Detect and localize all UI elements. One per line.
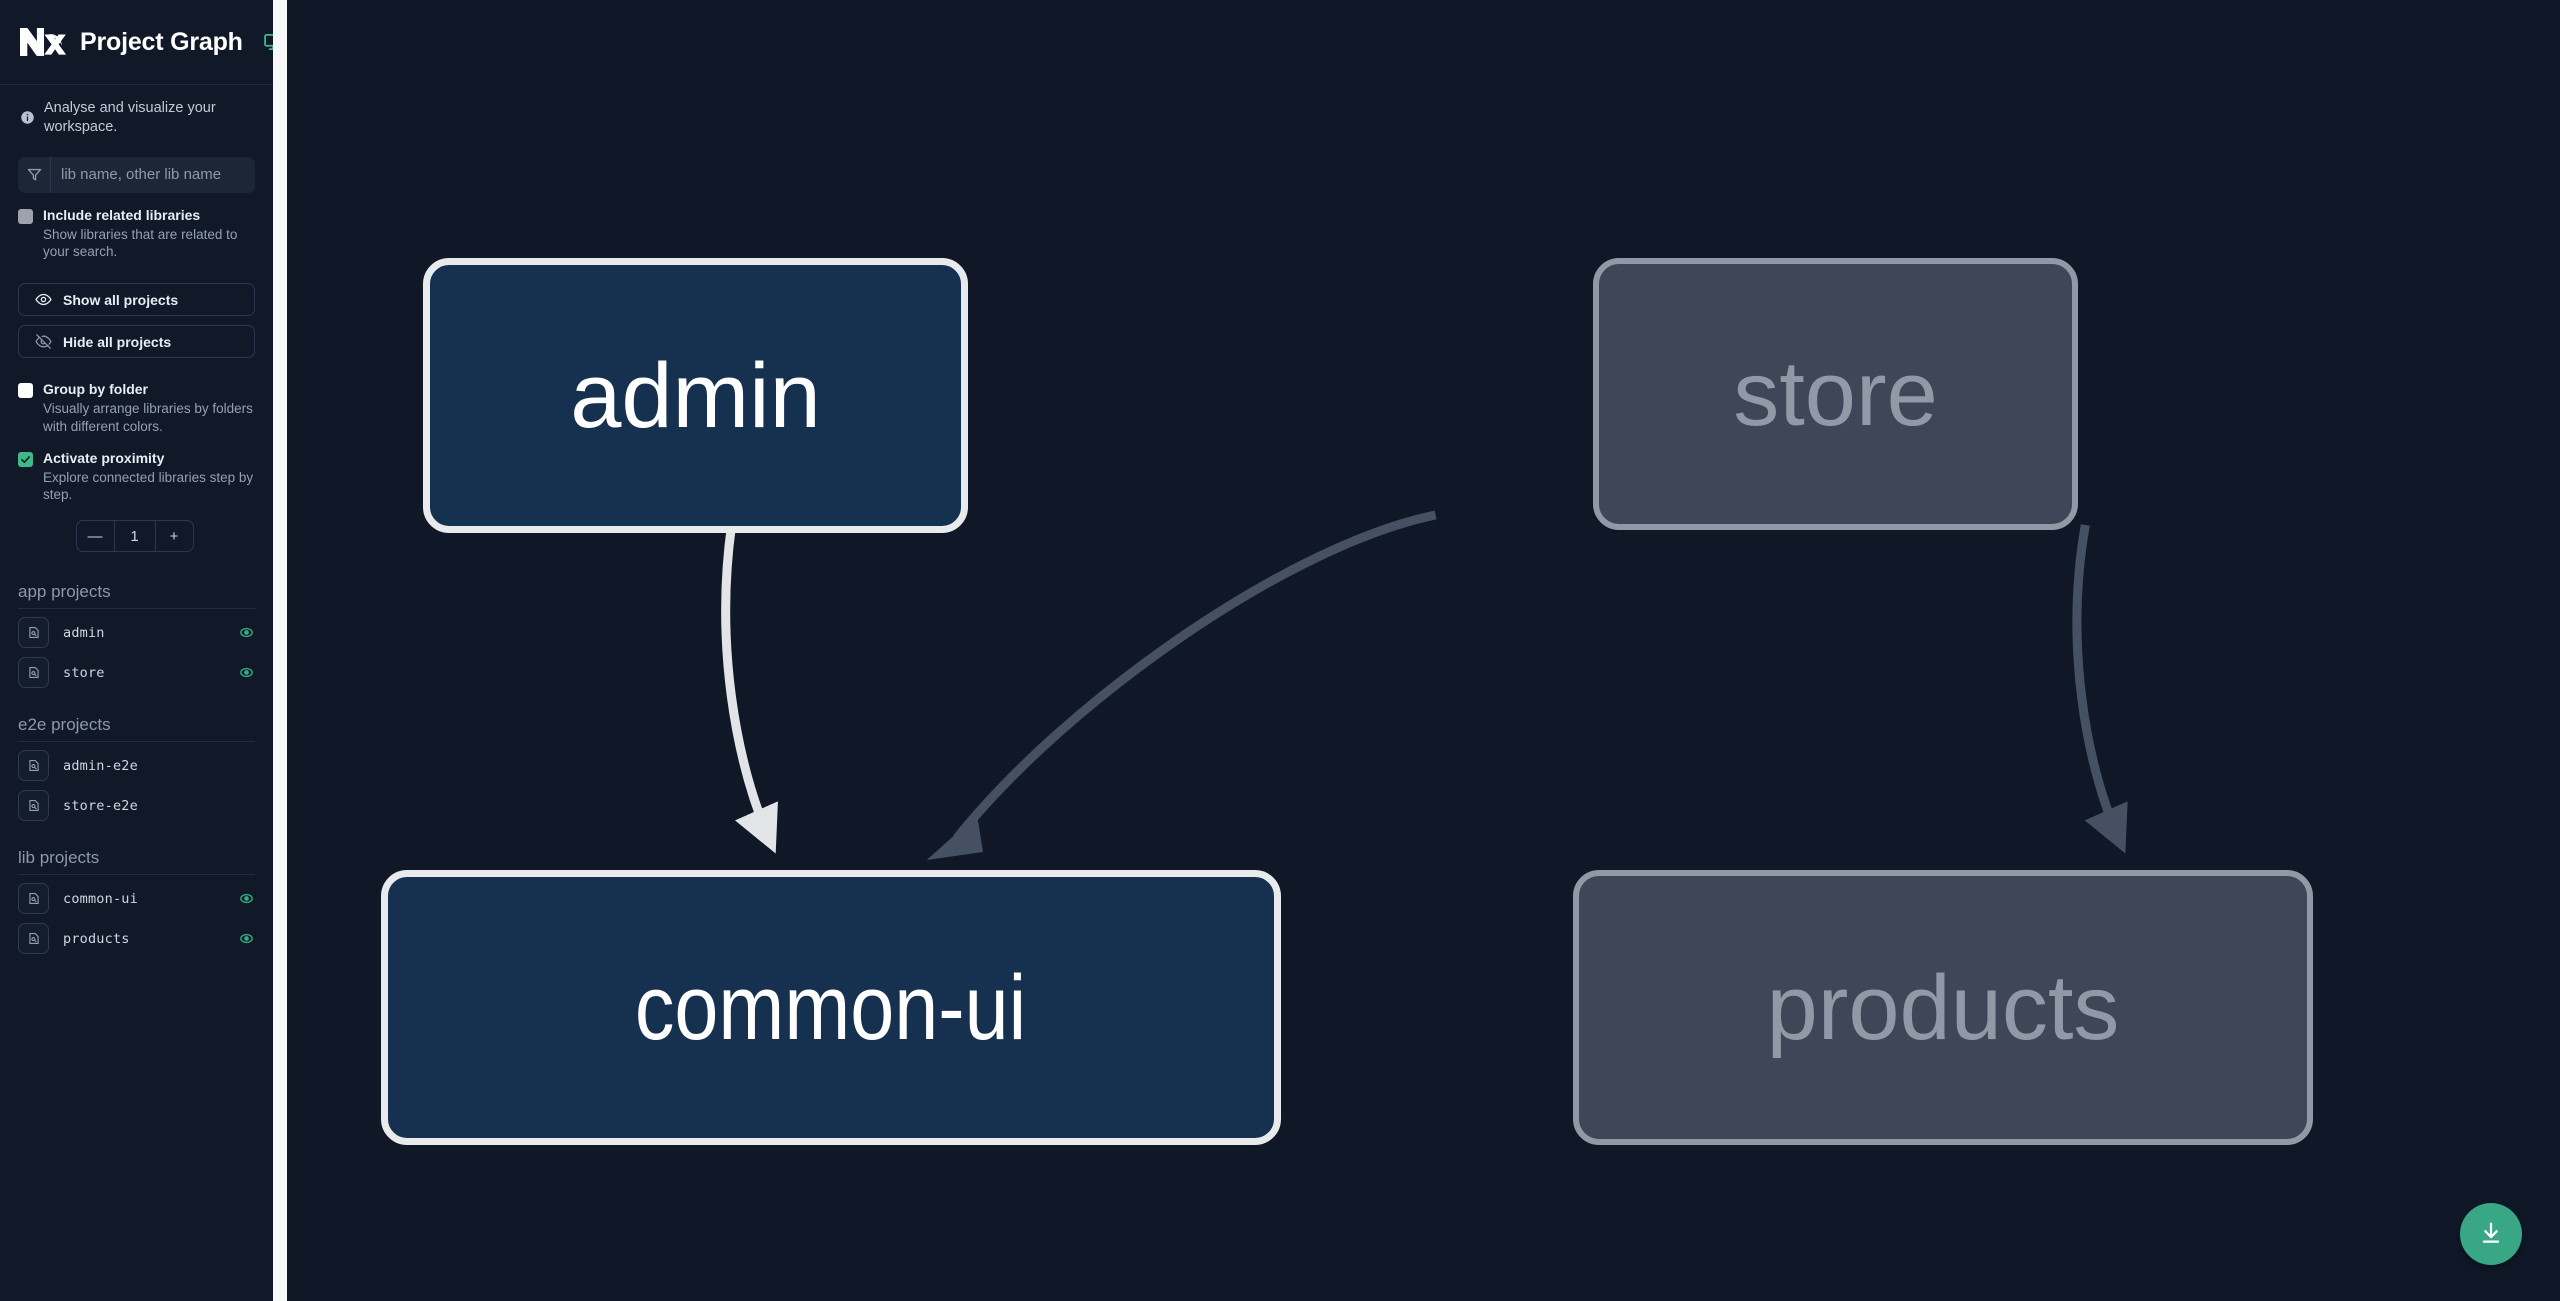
project-visibility-toggle-products[interactable] bbox=[237, 930, 255, 947]
project-group-title-app: app projects bbox=[18, 582, 255, 610]
graph-node-label-store: store bbox=[1733, 343, 1938, 445]
project-row-common-ui[interactable]: common-ui bbox=[18, 882, 255, 915]
graph-node-products[interactable]: products bbox=[1573, 870, 2313, 1145]
project-group-title-e2e: e2e projects bbox=[18, 715, 255, 743]
option-include-related-libraries[interactable]: Include related libraries Show libraries… bbox=[0, 193, 273, 262]
option-desc-include-related-libraries: Show libraries that are related to your … bbox=[43, 226, 238, 260]
workspace-subtitle: Analyse and visualize your workspace. bbox=[0, 85, 273, 147]
project-name-products: products bbox=[63, 930, 130, 947]
project-icon bbox=[18, 883, 49, 915]
hide-all-projects-button[interactable]: Hide all projects bbox=[18, 325, 255, 359]
project-visibility-toggle-common-ui[interactable] bbox=[237, 890, 255, 907]
project-name-admin-e2e: admin-e2e bbox=[63, 757, 138, 774]
nx-logo bbox=[18, 22, 66, 62]
download-icon bbox=[2478, 1220, 2504, 1249]
sidebar-header: Project Graph bbox=[0, 0, 282, 85]
proximity-value: 1 bbox=[130, 527, 139, 545]
sidebar-scrollbar[interactable] bbox=[273, 0, 287, 1301]
download-graph-button[interactable] bbox=[2460, 1203, 2522, 1265]
project-row-products[interactable]: products bbox=[18, 922, 255, 955]
graph-canvas[interactable]: admin store common-ui products bbox=[273, 0, 2560, 1301]
graph-node-label-common-ui: common-ui bbox=[635, 956, 1027, 1059]
search-bar bbox=[18, 156, 255, 193]
project-icon bbox=[18, 617, 49, 649]
option-desc-activate-proximity: Explore connected libraries step by step… bbox=[43, 469, 254, 503]
project-group-lib: lib projects common-ui bbox=[0, 848, 273, 955]
info-icon bbox=[20, 110, 35, 125]
option-activate-proximity[interactable]: Activate proximity Explore connected lib… bbox=[0, 436, 273, 505]
search-input[interactable] bbox=[51, 156, 255, 193]
project-icon bbox=[18, 790, 49, 822]
graph-node-label-products: products bbox=[1766, 956, 2120, 1059]
edge-store-to-common-ui-arrowhead bbox=[926, 815, 984, 860]
app-title: Project Graph bbox=[80, 27, 243, 56]
graph-node-common-ui[interactable]: common-ui bbox=[381, 870, 1281, 1145]
edge-store-to-products bbox=[2072, 524, 2128, 854]
project-row-admin[interactable]: admin bbox=[18, 616, 255, 649]
workspace-subtitle-text: Analyse and visualize your workspace. bbox=[44, 100, 216, 135]
project-visibility-toggle-store[interactable] bbox=[237, 664, 255, 681]
proximity-increment-button[interactable]: + bbox=[154, 521, 193, 552]
project-icon bbox=[18, 657, 49, 689]
project-name-store: store bbox=[63, 664, 105, 681]
sidebar: Project Graph Analyse and visualize your… bbox=[0, 0, 282, 1301]
graph-node-label-admin: admin bbox=[570, 344, 821, 447]
checkbox-include-related-libraries[interactable] bbox=[18, 208, 33, 224]
project-row-admin-e2e[interactable]: admin-e2e bbox=[18, 749, 255, 782]
option-group-by-folder[interactable]: Group by folder Visually arrange librari… bbox=[0, 358, 273, 436]
graph-edges bbox=[721, 510, 2128, 860]
eye-off-icon bbox=[35, 333, 52, 350]
show-all-projects-button[interactable]: Show all projects bbox=[18, 283, 255, 317]
project-icon bbox=[18, 750, 49, 782]
checkbox-activate-proximity[interactable] bbox=[18, 451, 33, 467]
option-title-group-by-folder: Group by folder bbox=[43, 381, 148, 398]
project-row-store[interactable]: store bbox=[18, 656, 255, 689]
edge-admin-to-common-ui bbox=[721, 524, 778, 854]
checkbox-group-by-folder[interactable] bbox=[18, 383, 33, 399]
proximity-decrement-button[interactable]: — bbox=[77, 521, 115, 552]
option-title-include-related-libraries: Include related libraries bbox=[43, 206, 201, 223]
project-group-app: app projects admin bbox=[0, 582, 273, 689]
edge-store-to-common-ui bbox=[953, 510, 1437, 841]
project-group-e2e: e2e projects admin-e2e bbox=[0, 715, 273, 822]
graph-node-store[interactable]: store bbox=[1593, 258, 2078, 530]
project-name-common-ui: common-ui bbox=[63, 890, 138, 907]
project-group-title-lib: lib projects bbox=[18, 848, 255, 876]
project-row-store-e2e[interactable]: store-e2e bbox=[18, 789, 255, 822]
hide-all-projects-label: Hide all projects bbox=[63, 333, 172, 350]
show-all-projects-label: Show all projects bbox=[63, 291, 179, 308]
graph-node-admin[interactable]: admin bbox=[423, 258, 968, 533]
project-name-admin: admin bbox=[63, 624, 105, 641]
option-desc-group-by-folder: Visually arrange libraries by folders wi… bbox=[43, 401, 253, 434]
eye-icon bbox=[35, 291, 52, 308]
project-icon bbox=[18, 923, 49, 955]
project-visibility-toggle-admin[interactable] bbox=[237, 624, 255, 641]
project-groups: app projects admin bbox=[0, 582, 273, 955]
filter-icon bbox=[18, 156, 51, 193]
option-title-activate-proximity: Activate proximity bbox=[43, 449, 165, 466]
project-name-store-e2e: store-e2e bbox=[63, 797, 138, 814]
proximity-stepper: — 1 + bbox=[0, 520, 273, 553]
